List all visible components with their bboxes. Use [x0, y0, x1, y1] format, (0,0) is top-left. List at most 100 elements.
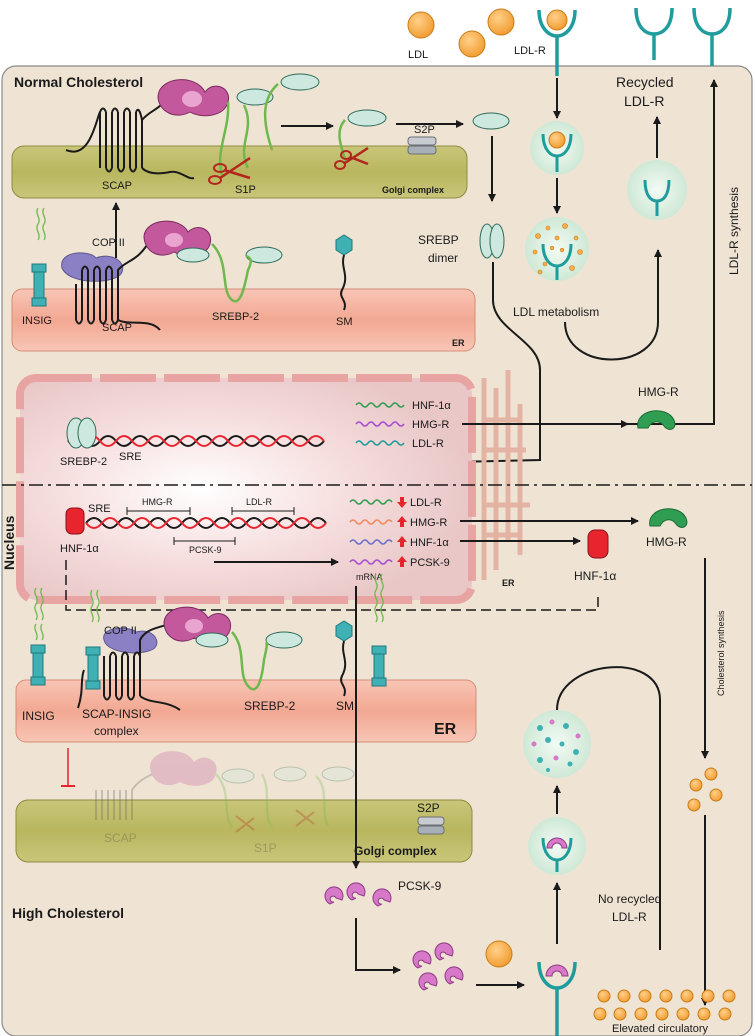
ldl-debris-dots — [532, 223, 583, 275]
transcript-label-hnf1a-high: HNF-1α — [410, 537, 449, 549]
srebp-nterminal-cleaved-1 — [280, 73, 320, 91]
cholesterol-synthesis-label: Cholesterol synthesis — [716, 610, 726, 696]
lysosome-ldl-metabolism — [525, 217, 589, 281]
s1p-scissors-icon-2 — [334, 146, 369, 170]
elevated-cholesterol-label: Elevated circulatory — [612, 1023, 708, 1035]
pcsk9-proteins-secreted — [412, 942, 464, 991]
upregulation-arrow-hnf1a — [397, 536, 407, 547]
hnf1a-label-free: HNF-1α — [574, 569, 616, 583]
hmg-r-enzyme-normal — [637, 410, 676, 430]
mrna-hmgr-high — [349, 519, 393, 525]
mrna-ldlr-high — [349, 499, 393, 505]
ldl-particle-3 — [487, 8, 515, 36]
srebp2-label-top: SREBP-2 — [212, 311, 259, 323]
hnf1a-protein-free — [587, 529, 609, 559]
gene-region-pcsk9: PCSK-9 — [189, 545, 222, 555]
sm-label-bottom: SM — [336, 699, 354, 713]
srebp2-label-bottom: SREBP-2 — [244, 699, 296, 713]
scap-er-top — [75, 239, 151, 320]
transcript-label-ldlr: LDL-R — [412, 438, 444, 450]
srebp-dimer-label: SREBP — [418, 233, 459, 247]
scap-label-top: SCAP — [102, 180, 132, 192]
svg-text:dimer: dimer — [428, 251, 458, 265]
golgi-label-top: Golgi complex — [382, 185, 444, 195]
insig-label-top: INSIG — [22, 315, 52, 327]
high-cholesterol-title: High Cholesterol — [12, 905, 124, 921]
ldl-particle-bottom — [485, 940, 513, 968]
hnf1a-label-bound: HNF-1α — [60, 543, 99, 555]
s2p-label-top: S2P — [414, 124, 435, 136]
ldl-particle-2 — [458, 30, 486, 58]
pcsk9-proteins-intracellular — [324, 882, 392, 907]
hmg-r-label-normal: HMG-R — [638, 385, 679, 399]
transcript-label-ldlr-high: LDL-R — [410, 497, 442, 509]
sphingomyelin-icon-top — [335, 234, 353, 256]
scap-label-er: SCAP — [102, 322, 132, 334]
srebp2-label-nucleus: SREBP-2 — [60, 456, 107, 468]
pcsk9-label: PCSK-9 — [398, 879, 442, 893]
degraded-fragments — [531, 719, 581, 772]
srebp2-nterminal-er-bottom — [265, 631, 303, 649]
no-recycled-label: No recycled — [598, 892, 661, 906]
hmg-r-label-high: HMG-R — [646, 535, 687, 549]
scap-top — [65, 97, 167, 168]
ldl-r-label-top: LDL-R — [514, 45, 546, 57]
hmg-r-enzyme-high — [649, 508, 688, 528]
transcript-label-hmgr: HMG-R — [412, 419, 449, 431]
ldl-receptor-recycled-1 — [634, 7, 674, 36]
s1p-label: S1P — [235, 184, 256, 196]
ldl-particle-1 — [407, 11, 435, 39]
nucleus-label: Nucleus — [1, 515, 17, 570]
er-bottom — [15, 679, 477, 743]
cholesterol-particles — [687, 767, 723, 812]
elevated-ldl-particles — [593, 989, 736, 1021]
downregulation-arrow-ldlr — [397, 497, 407, 508]
gene-region-hmgr: HMG-R — [142, 497, 173, 507]
insig-label-bottom: INSIG — [22, 709, 55, 723]
svg-text:S1P: S1P — [254, 841, 277, 855]
svg-text:LDL-R: LDL-R — [612, 910, 647, 924]
ldl-metabolism-label: LDL metabolism — [513, 305, 599, 319]
er-label-bottom: ER — [434, 721, 457, 738]
er-label-nucleus: ER — [502, 578, 515, 588]
srebp2-nterminal-er-top — [245, 246, 283, 264]
insig-in-complex — [85, 646, 101, 690]
transcript-label-pcsk9-high: PCSK-9 — [410, 557, 450, 569]
nucleus-envelope — [16, 374, 476, 604]
srebp-active-fragment — [472, 112, 510, 130]
svg-text:SCAP: SCAP — [104, 831, 137, 845]
insig-top — [31, 263, 47, 307]
sm-label-top: SM — [336, 316, 353, 328]
mrna-ldlr-normal — [355, 440, 405, 446]
recycled-ldl-r-label: Recycled — [616, 74, 674, 90]
sre-label-normal: SRE — [119, 451, 142, 463]
gene-region-ldlr: LDL-R — [246, 497, 273, 507]
golgi-label-bottom: Golgi complex — [354, 844, 437, 858]
mrna-hmgr-normal — [355, 421, 405, 427]
s2p-protease-icon — [407, 136, 437, 155]
cop2-coat-top — [61, 252, 124, 282]
inactive-scap-srebp: SCAP S1P — [95, 751, 355, 855]
ldl-label: LDL — [408, 49, 428, 61]
ldl-receptor-recycled-2 — [692, 7, 732, 36]
mrna-hnf1a-normal — [355, 402, 405, 408]
s2p-protease-icon-bottom — [417, 816, 445, 835]
ldl-r-synthesis-label: LDL-R synthesis — [727, 187, 741, 275]
transcript-label-hmgr-high: HMG-R — [410, 517, 447, 529]
scap-insig-label: SCAP-INSIG — [82, 707, 151, 721]
svg-text:LDL-R: LDL-R — [624, 93, 664, 109]
upregulation-arrow-pcsk9 — [397, 556, 407, 567]
normal-cholesterol-title: Normal Cholesterol — [14, 74, 143, 90]
sphingomyelin-icon-bottom — [335, 620, 353, 642]
srebp-nterminal-cleaved-2 — [347, 109, 387, 127]
mrna-label: mRNA — [356, 572, 383, 582]
golgi-complex-bottom — [15, 799, 473, 863]
s2p-label-bottom: S2P — [417, 801, 440, 815]
hnf1a-protein-bound — [65, 507, 85, 535]
endosome-recycling — [627, 160, 687, 220]
cop2-label-top: COP II — [92, 237, 125, 249]
mrna-pcsk9-high — [349, 559, 393, 565]
dna-helix-normal — [67, 435, 325, 447]
s1p-scissors-icon — [208, 156, 251, 185]
